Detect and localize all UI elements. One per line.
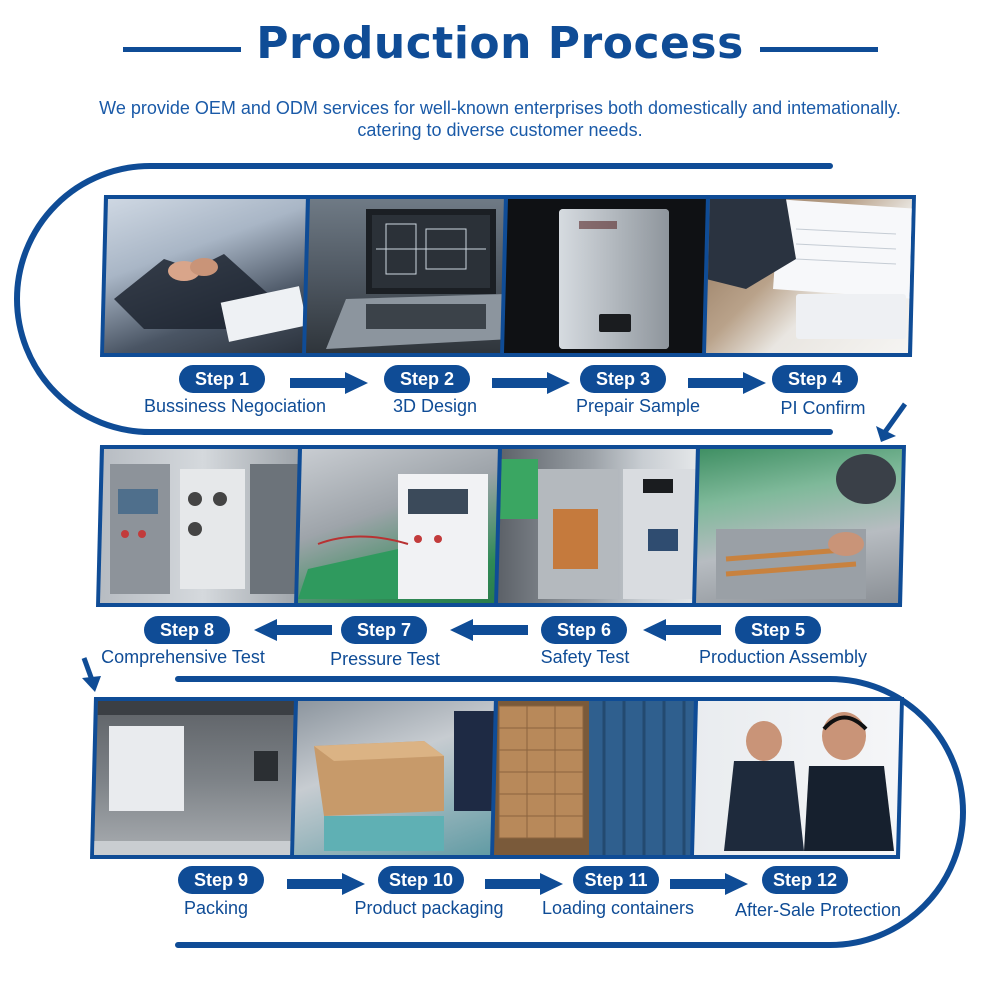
step-label-2: 3D Design (392, 396, 478, 416)
packing-photo-icon (94, 701, 300, 855)
step-label-8: Comprehensive Test (101, 647, 265, 667)
signing-document-photo-icon (706, 199, 912, 353)
header: Production Process (0, 18, 1000, 78)
water-heater-sample-photo-icon (504, 199, 710, 353)
arrow-right-1-2 (290, 372, 368, 394)
photo-step-3 (500, 195, 714, 357)
handshake-photo-icon (104, 199, 310, 353)
step-label-12: After-Sale Protection (734, 900, 902, 920)
photo-step-6 (494, 445, 708, 607)
page-title: Production Process (256, 18, 744, 69)
step-label-7: Pressure Test (330, 649, 440, 669)
subtitle-line-2: catering to diverse customer needs. (357, 120, 643, 140)
step-badge-3: Step 3 (580, 365, 666, 393)
carton-packaging-photo-icon (294, 701, 500, 855)
photo-step-7 (294, 445, 508, 607)
arrow-left-7-8 (254, 619, 332, 641)
photo-step-11 (490, 697, 704, 859)
laptop-cad-photo-icon (306, 199, 512, 353)
step-label-1: Bussiness Negociation (143, 396, 327, 416)
title-rule-right (760, 47, 878, 52)
down-arrow-right (876, 402, 908, 442)
step-label-5: Production Assembly (698, 647, 868, 667)
step-badge-2: Step 2 (384, 365, 470, 393)
photo-step-1 (100, 195, 314, 357)
step-label-9: Packing (183, 898, 249, 918)
test-panel-photo-icon (100, 449, 306, 603)
down-arrow-left (81, 657, 101, 692)
title-rule-left (123, 47, 241, 52)
arrow-right-2-3 (492, 372, 570, 394)
step-badge-11: Step 11 (573, 866, 659, 894)
arrow-right-11-12 (670, 873, 748, 895)
step-label-6: Safety Test (540, 647, 630, 667)
step-badge-7: Step 7 (341, 616, 427, 644)
step-label-3: Prepair Sample (575, 396, 701, 416)
container-loading-photo-icon (494, 701, 700, 855)
arrow-left-6-7 (450, 619, 528, 641)
subtitle-line-1: We provide OEM and ODM services for well… (99, 98, 901, 118)
arrow-right-9-10 (287, 873, 365, 895)
arrow-right-10-11 (485, 873, 563, 895)
step-badge-6: Step 6 (541, 616, 627, 644)
photo-step-9 (90, 697, 304, 859)
step-label-4: PI Confirm (780, 398, 866, 418)
step-badge-5: Step 5 (735, 616, 821, 644)
photo-step-8 (96, 445, 310, 607)
step-label-10: Product packaging (354, 898, 504, 918)
step-badge-10: Step 10 (378, 866, 464, 894)
customer-service-photo-icon (694, 701, 900, 855)
step-badge-4: Step 4 (772, 365, 858, 393)
photo-step-12 (690, 697, 904, 859)
pressure-test-machine-photo-icon (298, 449, 504, 603)
step-label-11: Loading containers (541, 898, 695, 918)
safety-test-station-photo-icon (498, 449, 704, 603)
step-badge-9: Step 9 (178, 866, 264, 894)
step-badge-1: Step 1 (179, 365, 265, 393)
photo-step-4 (702, 195, 916, 357)
step-badge-12: Step 12 (762, 866, 848, 894)
photo-step-5 (692, 445, 906, 607)
arrow-right-3-4 (688, 372, 766, 394)
arrow-left-5-6 (643, 619, 721, 641)
photo-step-10 (290, 697, 504, 859)
photo-step-2 (302, 195, 516, 357)
assembly-line-photo-icon (696, 449, 902, 603)
step-badge-8: Step 8 (144, 616, 230, 644)
